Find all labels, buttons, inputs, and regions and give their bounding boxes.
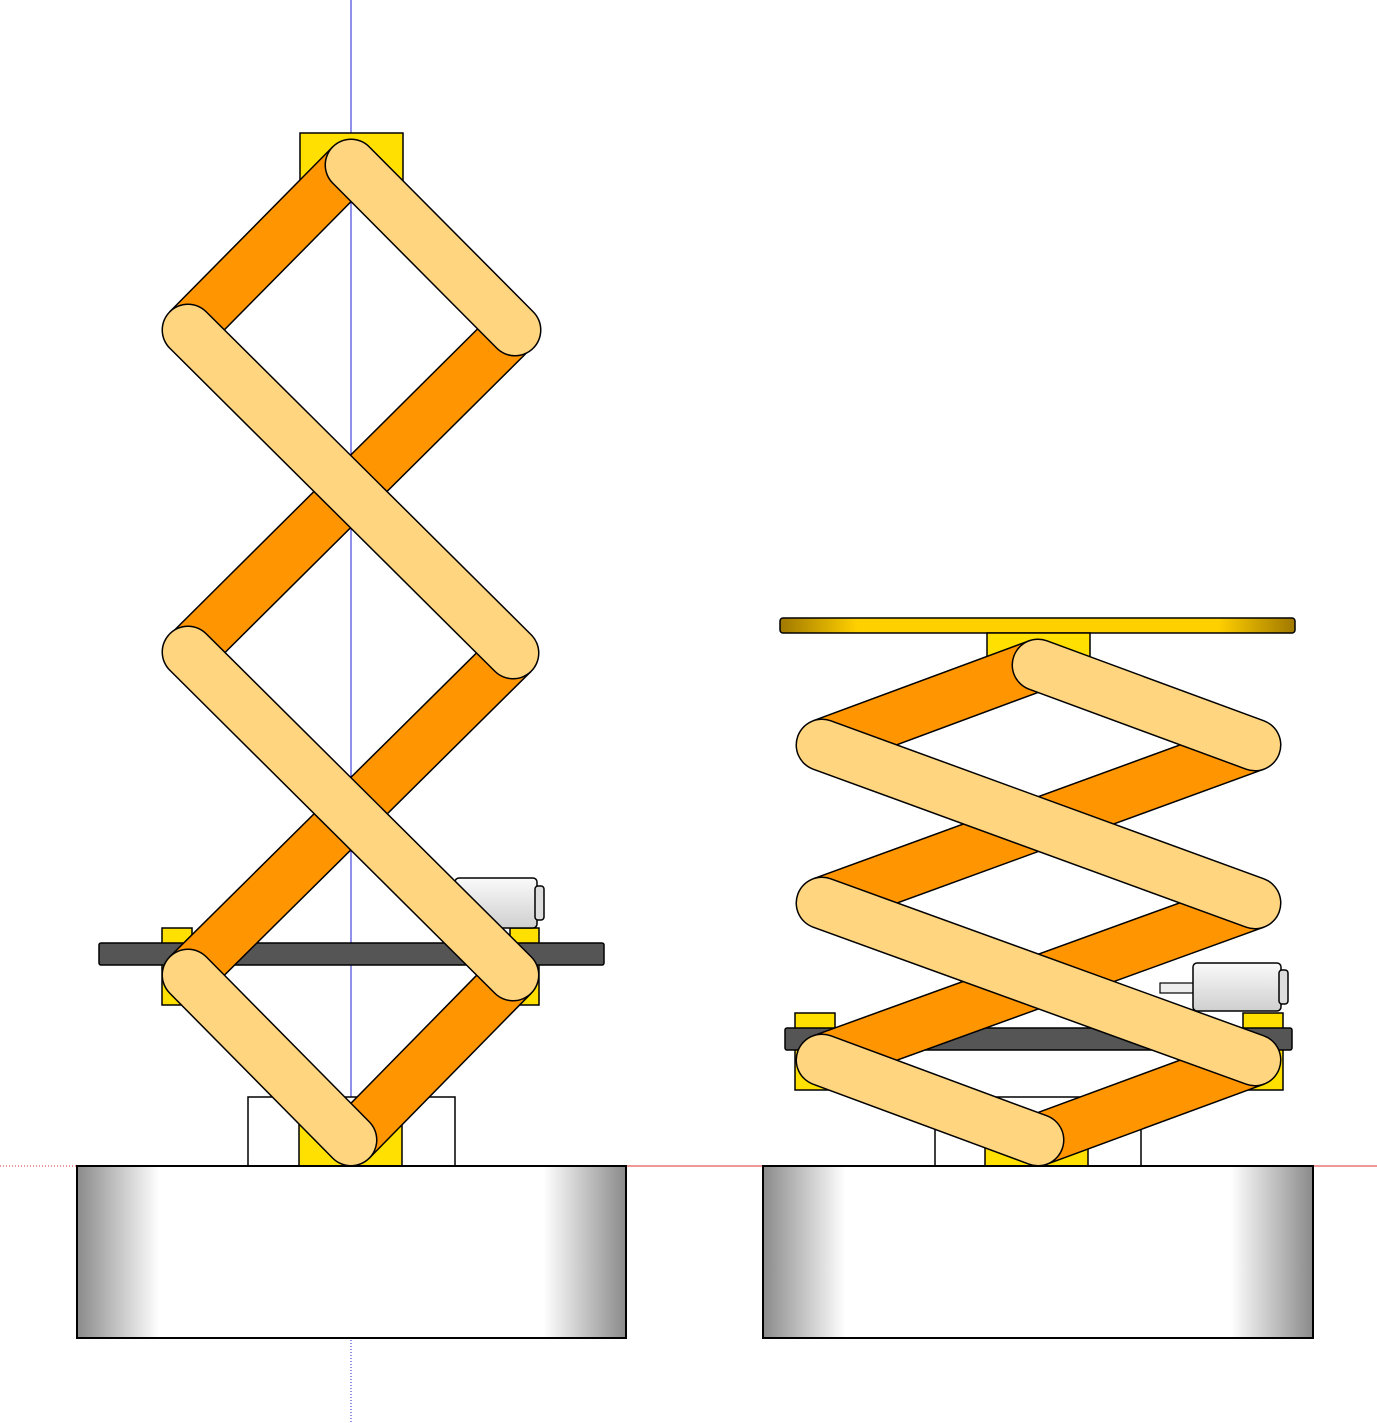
front-links (795, 638, 1282, 1167)
front-link (1011, 638, 1282, 772)
front-link (161, 948, 378, 1167)
extended-lift (76, 132, 627, 1339)
front-links (161, 138, 542, 1167)
base (762, 1165, 1314, 1339)
rear-link (169, 146, 370, 349)
front-link (795, 1033, 1065, 1167)
collapsed-lift (762, 617, 1314, 1339)
front-link (795, 718, 1282, 930)
front-link (324, 138, 542, 357)
front-link (161, 625, 540, 1002)
front-link (161, 303, 540, 680)
front-link (795, 876, 1282, 1087)
motor (1159, 962, 1289, 1012)
top-plate (779, 617, 1296, 634)
base (76, 1165, 627, 1339)
rear-link (332, 956, 532, 1159)
